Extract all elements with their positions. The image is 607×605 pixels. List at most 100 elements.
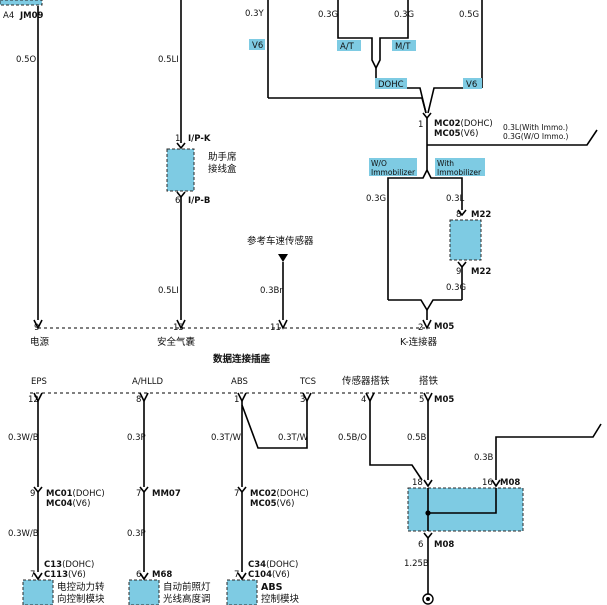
lower-label-abs: ABS	[231, 377, 248, 387]
eps-module-chevron	[33, 572, 43, 581]
upper-pin-13: 13	[173, 323, 184, 333]
m22-conn-top: M22	[471, 210, 491, 220]
lower-pin-1: 1	[234, 395, 239, 405]
m08-left-chevron	[423, 479, 433, 488]
m08-conn-top: M08	[500, 478, 520, 488]
with-immo-tag	[435, 158, 485, 176]
k-merge-wire	[388, 299, 462, 312]
lower-pin-12: 12	[28, 395, 39, 405]
eps-wire-bottom-label: 0.3W/B	[8, 529, 39, 539]
m22-conn-bottom: M22	[471, 267, 491, 277]
abs-control-module	[226, 579, 258, 605]
hlld-module-name-1: 自动前照灯	[163, 581, 211, 593]
abs-wire-label: 0.3T/W	[211, 433, 242, 443]
m22-pin-bottom: 9	[456, 267, 461, 277]
hlld-module-name-2: 光线高度调	[163, 593, 211, 605]
abs-mc02-line1: MC02(DOHC)	[250, 489, 309, 499]
v6-left-tag	[249, 39, 265, 50]
wire-05g-join	[427, 87, 482, 114]
headlamp-leveling-module	[128, 579, 160, 605]
junction-box-conn-top: I/P-K	[188, 134, 211, 144]
abs-module-line2: C104(V6)	[248, 570, 290, 580]
k-right-bottom-wire-label: 0.3G	[446, 283, 466, 293]
abs-module-name-1: ABS	[261, 582, 283, 593]
ground-symbol-dot	[426, 597, 430, 601]
airbag-wire-top-label: 0.5LI	[158, 55, 179, 65]
tcs-wire	[241, 401, 308, 449]
ground-wire-label: 0.5B	[407, 433, 427, 443]
dohc-tag-text: DOHC	[378, 80, 404, 90]
m08-conn-bottom: M08	[434, 540, 454, 550]
junction-box-name-1: 助手席	[208, 151, 237, 163]
upper-label-airbag: 安全气囊	[157, 336, 196, 348]
lower-pin-5-chevron	[423, 392, 433, 403]
top-left-component	[0, 0, 43, 6]
junction-box-name-2: 接线盒	[208, 163, 237, 175]
abs-module-chevron	[237, 572, 247, 581]
ground-wire-bottom-label: 1.25B	[404, 559, 429, 569]
lower-label-eps: EPS	[31, 377, 47, 387]
mt-tag	[392, 40, 416, 51]
upper-pin-2-chevron	[422, 319, 432, 330]
m08-bottom-chevron	[423, 532, 433, 540]
with-immo-tag-text-2: Immobilizer	[437, 168, 482, 177]
v6-right-tag	[463, 78, 482, 89]
abs-mc02-line2: MC05(V6)	[250, 499, 294, 509]
lower-label-ahlld: A/HLLD	[132, 377, 164, 387]
hlld-module-pin: 6	[136, 570, 141, 580]
wo-immo-wire	[387, 145, 428, 300]
mc02-line1: MC02(DOHC)	[434, 119, 493, 129]
upper-label-power: 电源	[30, 336, 50, 348]
wire-dohc-join	[376, 87, 427, 114]
ground-symbol-icon	[422, 593, 434, 605]
passenger-junction-box	[166, 148, 195, 192]
with-immo-wire	[426, 169, 463, 210]
eps-module-name-1: 电控动力转	[57, 581, 105, 593]
lower-pin-3: 3	[300, 395, 305, 405]
hlld-wire-top-label: 0.3P	[127, 433, 146, 443]
m22-pin-top: 8	[456, 210, 461, 220]
mm07-conn: MM07	[152, 489, 181, 499]
junction-box-chevron-top	[176, 142, 186, 150]
v6-left-tag-text: V6	[252, 41, 263, 51]
lower-pin-5: 5	[419, 395, 424, 405]
wo-immo-tag	[369, 158, 417, 176]
v6-right-tag-text: V6	[466, 80, 477, 90]
ground-junction-internal	[427, 488, 497, 531]
upper-pin-13-chevron	[176, 319, 186, 330]
jm09-pin: A4	[3, 11, 14, 21]
tcs-wire-label: 0.3T/W	[278, 433, 309, 443]
hlld-wire-bottom-label: 0.3P	[127, 529, 146, 539]
m08-pin-bottom: 6	[418, 540, 423, 550]
eps-module-line1: C13(DOHC)	[44, 560, 94, 570]
right-ground-wire-label: 0.3B	[474, 453, 494, 463]
m08-pin-left: 18	[412, 478, 423, 488]
mc01-pin: 9	[30, 489, 35, 499]
abs-module-name-2: 控制模块	[261, 593, 300, 605]
wire-03g-b-label: 0.3G	[394, 10, 414, 20]
sensor-ground-wire	[369, 401, 423, 481]
immobilizer-module	[449, 219, 482, 261]
abs-module-pin: 7	[234, 570, 239, 580]
ground-junction-splice	[425, 510, 431, 516]
immo-g-label: 0.3G(W/O Immo.)	[503, 132, 569, 141]
eps-module-name-2: 向控制模块	[57, 593, 105, 605]
at-tag-text: A/T	[340, 42, 355, 52]
with-immo-tag-text-1: With	[437, 159, 454, 168]
mm07-pin: 7	[136, 489, 141, 499]
upper-connector-m05: M05	[434, 322, 454, 332]
sensor-ground-wire-label: 0.5B/O	[338, 433, 367, 443]
lower-pin-4: 4	[361, 395, 366, 405]
k-right-top-wire-label: 0.3L	[446, 194, 465, 204]
k-left-wire-label: 0.3G	[366, 194, 386, 204]
power-wire-label: 0.5O	[16, 55, 37, 65]
at-tag	[337, 40, 361, 51]
upper-pin-11-chevron	[278, 319, 288, 330]
wo-immo-tag-text-2: Immobilizer	[371, 168, 416, 177]
abs-mc02-pin: 7	[234, 489, 239, 499]
mc01-line1: MC01(DOHC)	[46, 489, 105, 499]
wo-immo-tag-text-1: W/O	[371, 159, 387, 168]
eps-module-line2: C113(V6)	[44, 570, 86, 580]
m22-chevron-top	[457, 209, 467, 217]
